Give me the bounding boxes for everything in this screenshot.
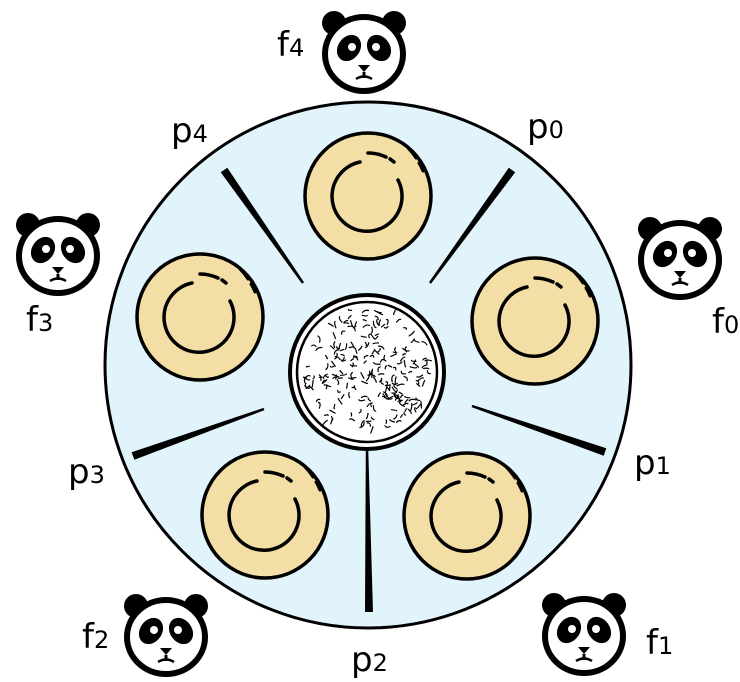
- plate-icon: [303, 131, 433, 261]
- panda-face-icon: [542, 593, 626, 673]
- chopstick-icon: [365, 448, 373, 612]
- plate-icon: [200, 450, 330, 580]
- philosopher-label-f3: f3: [26, 300, 53, 340]
- chopstick-icon: [131, 407, 265, 460]
- plate-icon: [470, 256, 600, 386]
- plate-icon: [135, 252, 265, 382]
- rice-bowl-icon: [288, 293, 446, 451]
- panda-face-icon: [638, 217, 722, 297]
- plate-icon: [402, 451, 532, 581]
- philosopher-label-f4: f4: [277, 25, 304, 65]
- philosopher-label-f2: f2: [82, 617, 109, 657]
- fork-label-p4: p4: [171, 111, 208, 151]
- chopstick-icon: [471, 404, 607, 456]
- fork-label-p1: p1: [634, 443, 671, 483]
- panda-face-icon: [322, 11, 406, 91]
- chopstick-icon: [220, 167, 304, 284]
- chopstick-icon: [429, 167, 516, 284]
- fork-label-p2: p2: [351, 640, 388, 680]
- forks-layer: [131, 167, 607, 612]
- panda-face-icon: [16, 213, 100, 293]
- fork-label-p3: p3: [68, 452, 105, 492]
- fork-label-p0: p0: [527, 107, 564, 147]
- philosopher-label-f1: f1: [646, 623, 673, 663]
- panda-face-icon: [124, 594, 208, 674]
- philosopher-label-f0: f0: [712, 302, 739, 342]
